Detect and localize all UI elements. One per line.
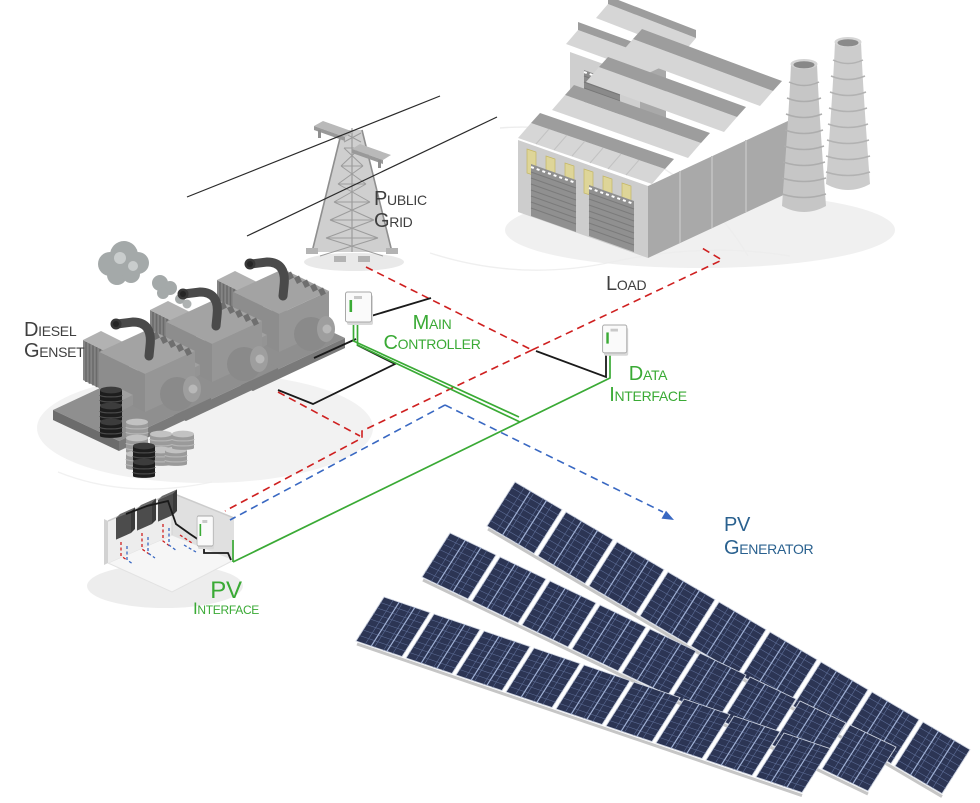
diesel-genset-illustration	[37, 241, 373, 483]
pv-generator-array	[356, 482, 970, 797]
power-lines	[186, 95, 498, 237]
main-controller-label: Main	[413, 312, 452, 334]
cooling-tower	[825, 37, 871, 190]
main-controller-label: Controller	[383, 332, 480, 354]
pv-inverters	[116, 489, 177, 540]
load-label: Load	[606, 273, 646, 295]
data-interface-label: Data	[629, 363, 668, 385]
diesel-genset-label: Genset	[24, 340, 85, 362]
transmission-tower	[186, 95, 498, 271]
smoke-clouds	[98, 241, 192, 309]
dc-line-blue-dashed	[229, 404, 664, 521]
inverter-dc-drops	[120, 524, 197, 565]
pv-interface-label: PV	[210, 577, 242, 604]
data-interface-device	[602, 324, 629, 357]
pv-interface-room	[87, 489, 243, 608]
diesel-genset-label: Diesel	[24, 319, 77, 341]
main-controller-device	[345, 291, 374, 326]
comm-lines-green	[232, 320, 611, 563]
public-grid-label: Public	[374, 188, 427, 210]
factory-door	[530, 164, 577, 232]
factory-roof	[518, 29, 782, 184]
data-interface-label: Interface	[609, 384, 687, 406]
pv-generator-label: Generator	[724, 537, 814, 559]
labels: Public Grid Load Diesel Genset Main Cont…	[24, 188, 814, 618]
panel-support-rail	[356, 642, 803, 798]
pv-interface-device	[196, 515, 215, 550]
dc-arrowhead	[661, 510, 674, 520]
cooling-tower	[781, 59, 827, 212]
ac-bus-red-dashed	[224, 247, 724, 512]
pv-interface-label: Interface	[193, 599, 259, 618]
public-grid-label: Grid	[374, 210, 413, 232]
pv-generator-label: PV	[724, 514, 751, 536]
factory-door	[588, 185, 635, 252]
factory-illustration	[505, 0, 895, 268]
